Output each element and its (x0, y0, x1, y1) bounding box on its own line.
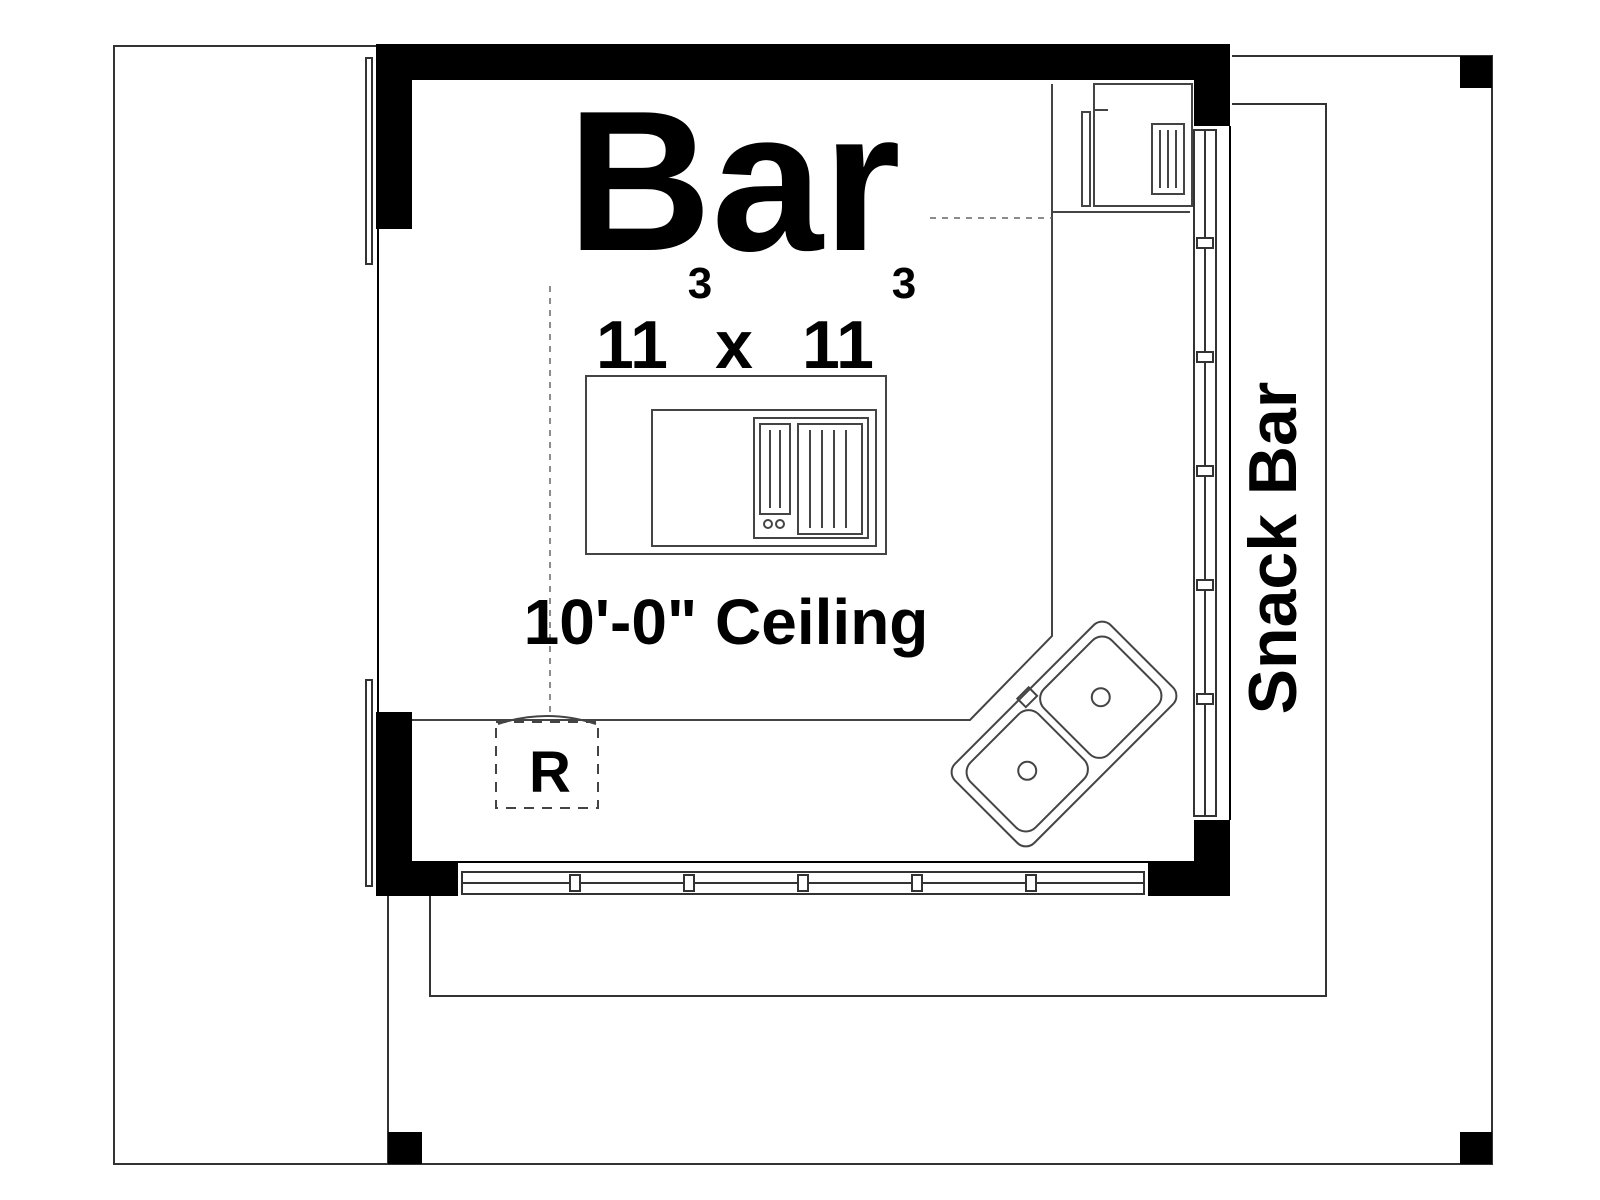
wall-left-upper (376, 44, 412, 229)
deck-posts (388, 56, 1492, 1164)
door-left-upper (365, 57, 373, 265)
island-outline (585, 375, 887, 555)
tap-unit (1081, 83, 1193, 207)
counter (412, 84, 1190, 721)
knob-left-icon (763, 519, 773, 529)
sink-basin-right (1039, 635, 1163, 759)
room-width-inches: 3 (688, 259, 712, 308)
deck-post-top-right (1460, 56, 1492, 88)
tap-handle (1081, 111, 1091, 207)
wall-openings (377, 126, 1231, 863)
room-dimension-separator: x (715, 307, 753, 383)
knob-right-icon (775, 519, 785, 529)
ceiling-height: 10'-0" Ceiling (524, 586, 929, 658)
wall-bottom-left (376, 862, 458, 896)
drain-left-icon (1017, 760, 1038, 781)
sink-basin-left (965, 709, 1089, 833)
door-left-lower (365, 679, 373, 887)
snack-bar-label: Snack Bar (1235, 382, 1311, 715)
refrigerator: R (495, 715, 599, 809)
cooktop (753, 417, 869, 539)
overhead-dashed-lines (549, 217, 1052, 712)
double-sink (950, 620, 1178, 848)
right-window-mullions (1196, 237, 1214, 705)
refrigerator-label: R (529, 740, 571, 805)
faucet-icon (1015, 685, 1039, 709)
island-counter (651, 409, 877, 547)
deck-post-bottom-left (388, 1132, 422, 1164)
room-depth-inches: 3 (892, 259, 916, 308)
sink-outline (950, 620, 1178, 848)
room-name: Bar (567, 70, 901, 293)
drain-right-icon (1090, 687, 1111, 708)
room-depth-feet: 11 (802, 307, 874, 383)
room-width-feet: 11 (596, 307, 668, 383)
wall-right-upper (1194, 44, 1230, 126)
left-doors (365, 57, 373, 887)
wall-bottom-right (1148, 862, 1230, 896)
room-walls (376, 44, 1230, 896)
wall-top (376, 44, 1230, 80)
bottom-window-mullions (569, 874, 1037, 892)
deck-outline (113, 45, 1493, 1165)
bar-island (585, 375, 887, 555)
deck-post-bottom-right (1460, 1132, 1492, 1164)
